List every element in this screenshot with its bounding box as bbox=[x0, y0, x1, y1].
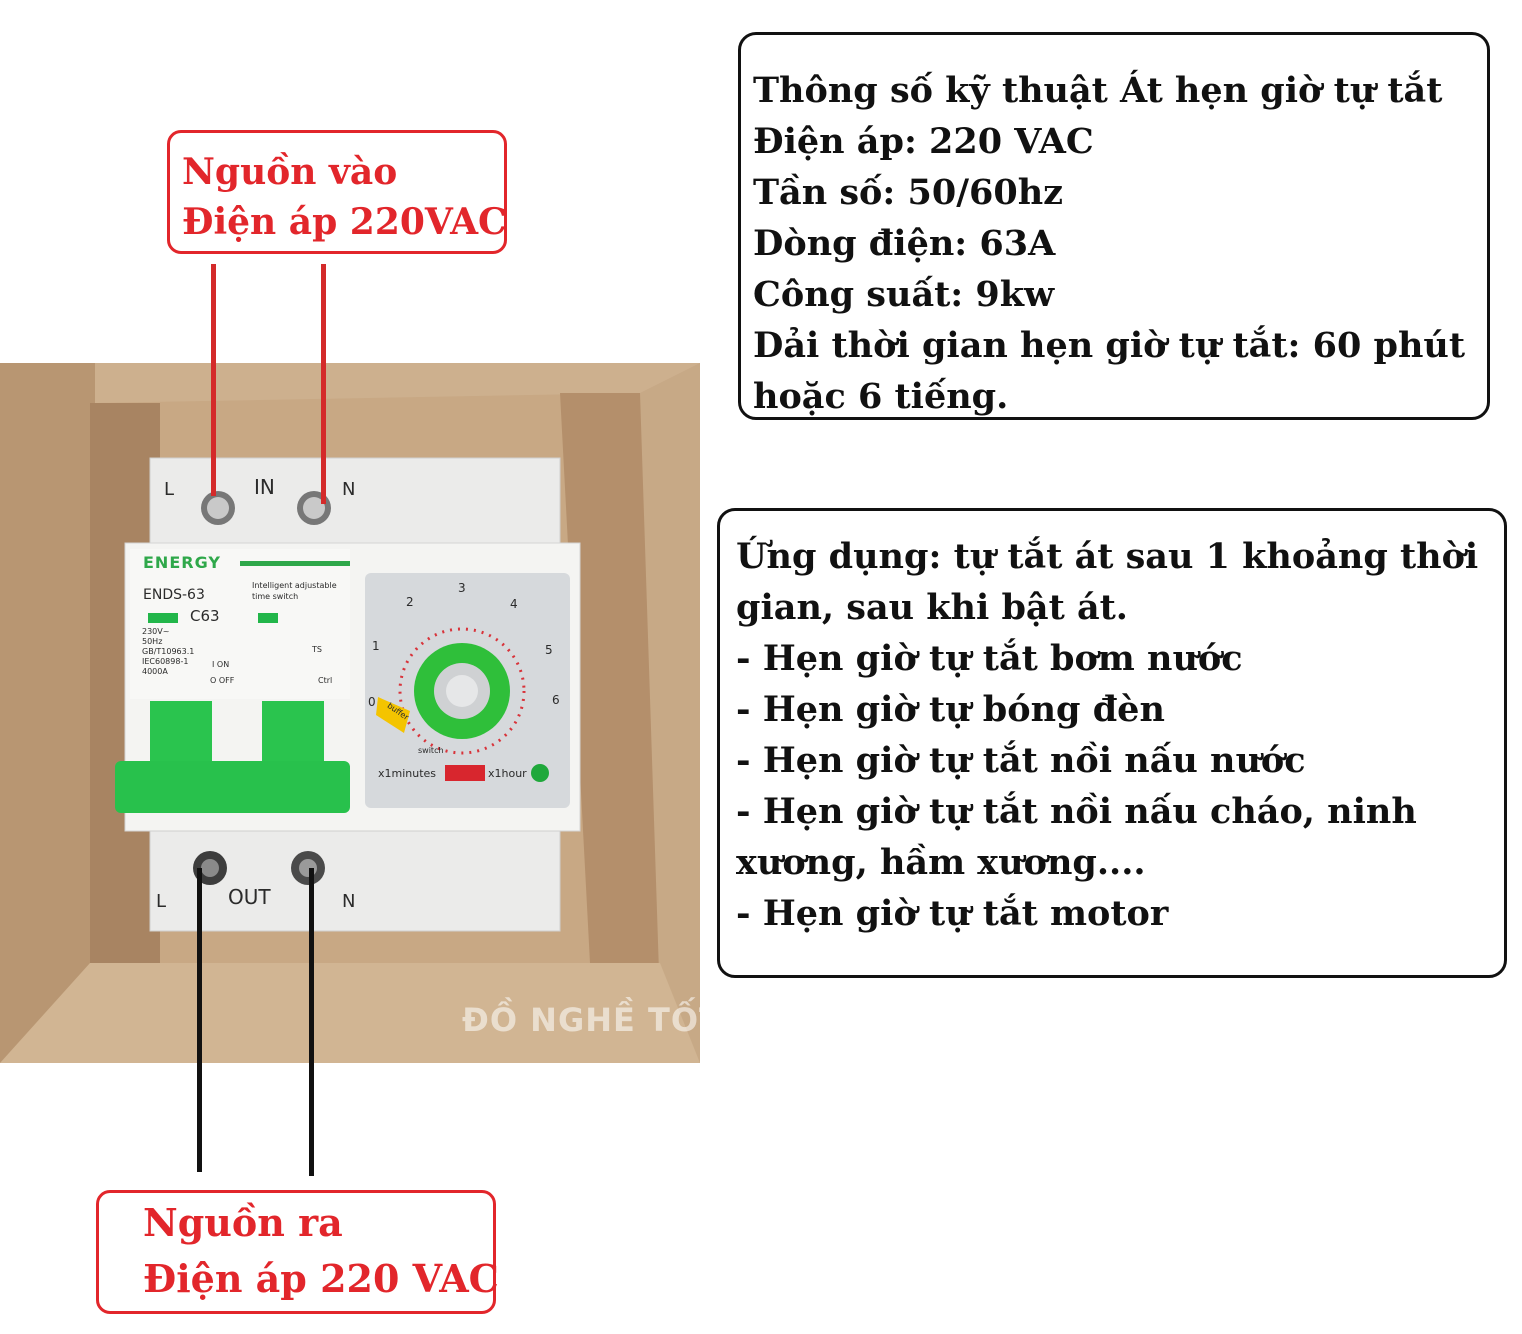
input-callout-line-1: Nguồn vào bbox=[182, 151, 398, 193]
dial-number: 2 bbox=[406, 595, 414, 609]
output-power-callout: Nguồn ra Điện áp 220 VAC bbox=[96, 1190, 499, 1314]
terminal-label-l-top: L bbox=[164, 479, 175, 500]
spec-title: Thông số kỹ thuật Át hẹn giờ tự tắt bbox=[753, 70, 1443, 111]
application-line: gian, sau khi bật át. bbox=[736, 587, 1128, 628]
spec-voltage: Điện áp: 220 VAC bbox=[753, 121, 1094, 162]
output-callout-line-1: Nguồn ra bbox=[143, 1200, 343, 1245]
spec-label: 50Hz bbox=[142, 637, 163, 646]
application-line: - Hẹn giờ tự tắt bơm nước bbox=[736, 638, 1243, 679]
input-wire-n bbox=[321, 264, 326, 504]
product-photo: L IN N ENERGY ENDS-63 C63 Intelligent ad… bbox=[0, 363, 700, 1063]
applications-box: Ứng dụng: tự tắt át sau 1 khoảng thời gi… bbox=[717, 508, 1507, 978]
dial-number: 6 bbox=[552, 693, 560, 707]
ctrl-label: Ctrl bbox=[318, 676, 333, 685]
specifications-box: Thông số kỹ thuật Át hẹn giờ tự tắt Điện… bbox=[738, 32, 1490, 420]
spec-label: IEC60898-1 bbox=[142, 657, 189, 666]
output-callout-line-2: Điện áp 220 VAC bbox=[143, 1256, 499, 1301]
application-line: - Hẹn giờ tự bóng đèn bbox=[736, 689, 1165, 730]
brand-label: ENERGY bbox=[143, 553, 221, 572]
x1hour-label: x1hour bbox=[488, 767, 527, 780]
terminal-label-l-bottom: L bbox=[156, 891, 167, 912]
off-label: O OFF bbox=[210, 676, 235, 685]
description-line-2: time switch bbox=[252, 592, 299, 601]
input-callout-line-2: Điện áp 220VAC bbox=[182, 201, 507, 243]
on-label: I ON bbox=[212, 660, 230, 669]
spec-power: Công suất: 9kw bbox=[753, 274, 1055, 315]
spec-label: 4000A bbox=[142, 667, 168, 676]
dial-number: 3 bbox=[458, 581, 466, 595]
model-label: ENDS-63 bbox=[143, 587, 205, 603]
application-line: Ứng dụng: tự tắt át sau 1 khoảng thời bbox=[736, 536, 1479, 577]
terminal-label-n-bottom: N bbox=[342, 891, 356, 912]
output-wire-l bbox=[197, 868, 202, 1172]
dial-number: 5 bbox=[545, 643, 553, 657]
description-line-1: Intelligent adjustable bbox=[252, 581, 337, 590]
dial-number: 4 bbox=[510, 597, 518, 611]
input-wire-l bbox=[211, 264, 216, 496]
switch-label: switch bbox=[418, 746, 444, 755]
rating-label: C63 bbox=[190, 607, 220, 625]
dial-number: 0 bbox=[368, 695, 376, 709]
breaker-illustration bbox=[0, 363, 700, 1063]
spec-label: GB/T10963.1 bbox=[142, 647, 195, 656]
spec-label: 230V~ bbox=[142, 627, 170, 636]
spec-current: Dòng điện: 63A bbox=[753, 223, 1056, 264]
spec-frequency: Tần số: 50/60hz bbox=[753, 172, 1064, 213]
input-power-callout: Nguồn vào Điện áp 220VAC bbox=[167, 130, 507, 254]
dial-number: 1 bbox=[372, 639, 380, 653]
terminal-label-out: OUT bbox=[228, 885, 271, 909]
terminal-label-n-top: N bbox=[342, 479, 356, 500]
terminal-label-in: IN bbox=[254, 475, 275, 499]
application-line: - Hẹn giờ tự tắt motor bbox=[736, 893, 1169, 934]
spec-time-range-cont: hoặc 6 tiếng. bbox=[753, 376, 1009, 417]
application-line: - Hẹn giờ tự tắt nồi nấu nước bbox=[736, 740, 1306, 781]
application-line: xương, hầm xương.... bbox=[736, 842, 1146, 883]
spec-time-range: Dải thời gian hẹn giờ tự tắt: 60 phút bbox=[753, 325, 1466, 366]
ts-label: TS bbox=[312, 645, 322, 654]
watermark: ĐỒ NGHỀ TỐT bbox=[462, 1001, 700, 1039]
spec-label-list: 230V~ 50Hz GB/T10963.1 IEC60898-1 4000A bbox=[142, 627, 194, 677]
application-line: - Hẹn giờ tự tắt nồi nấu cháo, ninh bbox=[736, 791, 1417, 832]
x1minutes-label: x1minutes bbox=[378, 767, 437, 780]
output-wire-n bbox=[309, 868, 314, 1176]
